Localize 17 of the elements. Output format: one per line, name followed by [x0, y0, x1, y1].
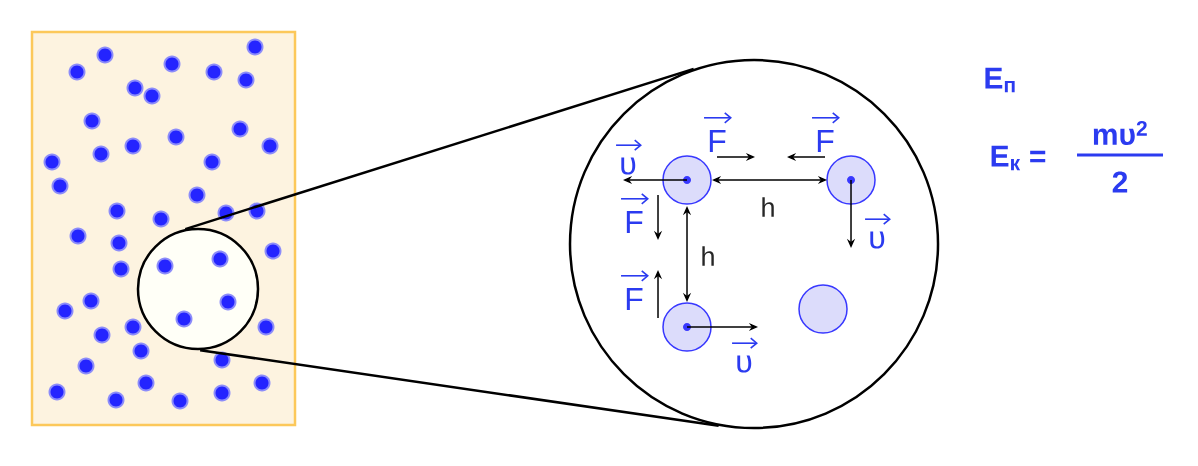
formula-text: E$_{к}$ = — [991, 145, 1046, 171]
magnifier-circle — [136, 227, 260, 351]
vector-label: υ — [731, 337, 758, 373]
formula-text: mυ$^{2}$ — [1093, 121, 1147, 145]
vector-label: υ — [615, 139, 642, 175]
dimension-label: h — [702, 246, 714, 266]
zoom-circle — [568, 58, 940, 430]
vector-label: F — [620, 193, 649, 233]
vector-label: F — [811, 112, 840, 152]
zoom-line — [184, 67, 695, 231]
vector-label: F — [703, 112, 732, 152]
dimension-label: h — [762, 197, 774, 217]
formula-text: E$_{п}$ — [985, 67, 1015, 93]
zoom-line — [199, 349, 719, 428]
formula-text: 2 — [1112, 171, 1128, 193]
vector-label: F — [620, 270, 649, 310]
vector-label: υ — [864, 213, 891, 249]
